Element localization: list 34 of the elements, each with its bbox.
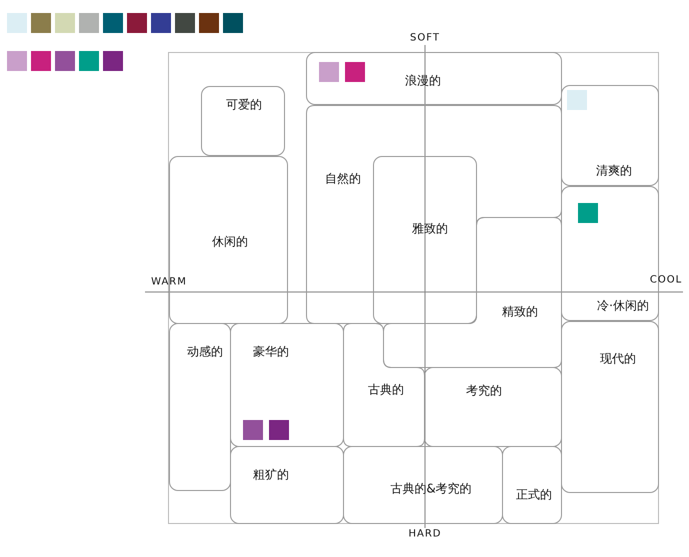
style-label: 古典的 <box>368 382 404 398</box>
style-label: 雅致的 <box>412 220 448 238</box>
style-label: 粗犷的 <box>253 466 289 484</box>
region-box <box>201 86 285 156</box>
region-box <box>502 446 562 524</box>
axis-label: WARM <box>151 276 187 288</box>
axis-label: HARD <box>408 528 442 540</box>
axis-label: SOFT <box>410 32 440 44</box>
style-label: 可爱的 <box>226 96 262 114</box>
style-label: 豪华的 <box>253 344 289 360</box>
region-box <box>424 367 562 447</box>
style-label: 浪漫的 <box>405 72 441 90</box>
style-label: 休闲的 <box>212 234 248 250</box>
style-label: 考究的 <box>466 382 502 400</box>
style-label: 清爽的 <box>596 162 632 180</box>
style-label: 冷·休闲的 <box>597 298 649 314</box>
region-box <box>561 321 659 493</box>
region-box <box>561 85 659 186</box>
style-label: 自然的 <box>325 170 361 188</box>
region-box <box>306 105 562 324</box>
region-box <box>373 156 477 324</box>
region-box <box>343 446 503 524</box>
region-box <box>169 323 231 491</box>
style-label: 现代的 <box>600 350 636 368</box>
region-box <box>230 323 344 447</box>
region-box <box>343 323 425 447</box>
style-label: 古典的&考究的 <box>390 480 472 498</box>
axis-label: COOL <box>650 274 682 286</box>
region-box <box>230 446 344 524</box>
style-label: 动感的 <box>187 344 223 360</box>
style-label: 精致的 <box>502 304 538 320</box>
style-label: 正式的 <box>516 486 552 504</box>
region-box <box>383 217 562 368</box>
region-box <box>306 52 562 105</box>
